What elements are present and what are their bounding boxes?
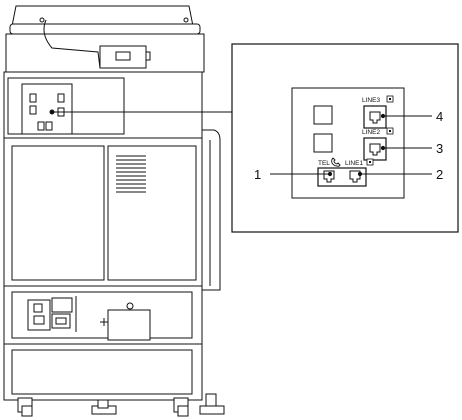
printer-rear-view	[3, 5, 225, 417]
line2-label: LINE2	[362, 129, 380, 136]
fax-board-thumbnail	[21, 83, 73, 135]
callout-3: 3	[436, 141, 443, 156]
zoom-detail-box	[231, 43, 459, 233]
port-marker-dot	[369, 161, 371, 163]
callout-4: 4	[436, 109, 443, 124]
rj11-jack-icon	[369, 111, 381, 124]
port-marker-dot	[389, 130, 391, 132]
zoom-leader-line	[49, 109, 232, 115]
callout-1: 1	[254, 167, 261, 182]
callout-leaders	[270, 113, 432, 177]
line2-port: LINE2	[362, 127, 394, 161]
tel-label: TEL	[318, 160, 330, 167]
line1-label: LINE1	[345, 160, 363, 167]
line3-label: LINE3	[362, 97, 380, 104]
line3-port: LINE3	[362, 95, 394, 129]
callout-2: 2	[436, 167, 443, 182]
phone-icon	[331, 157, 341, 167]
port-marker-dot	[389, 98, 391, 100]
rj11-jack-icon	[369, 143, 381, 156]
